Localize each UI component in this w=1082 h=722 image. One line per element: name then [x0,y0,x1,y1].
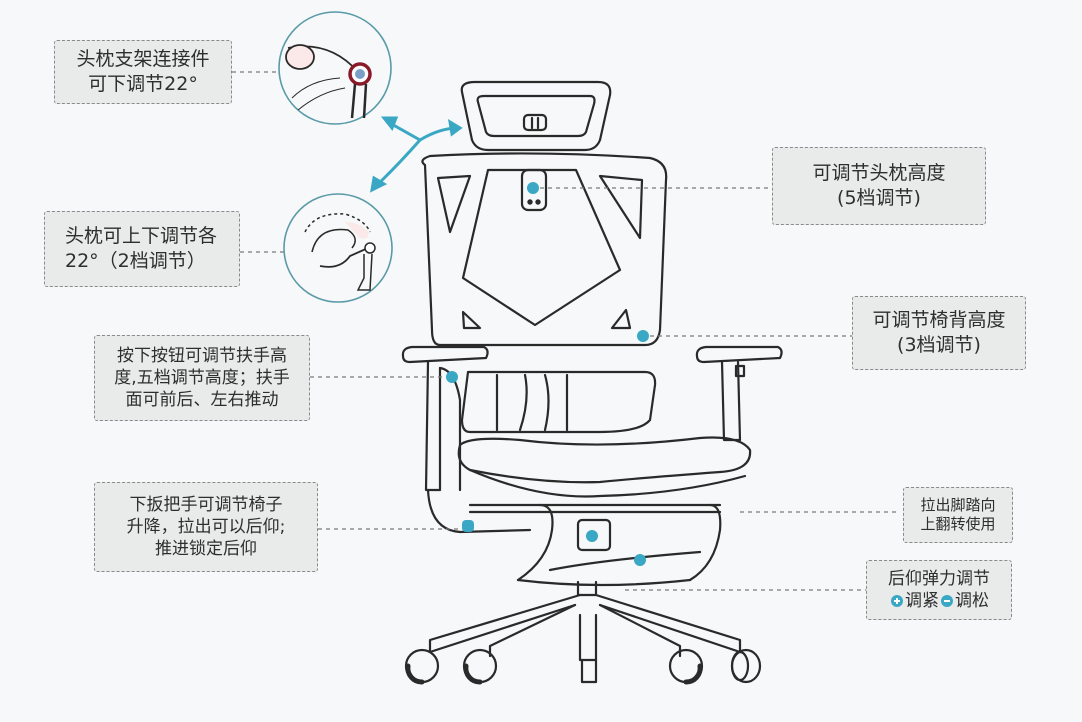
callout-headrest-height: 可调节头枕高度 (5档调节) [772,147,986,225]
callout-text: 下扳把手可调节椅子 [129,494,283,515]
plus-dot-icon [891,595,903,607]
callout-text: 后仰弹力调节 [888,568,990,589]
callout-headrest-bracket: 头枕支架连接件 可下调节22° [54,40,232,104]
legend-tighten: 调紧 [905,591,939,611]
callout-text: (5档调节) [837,187,921,209]
callout-text: 头枕支架连接件 [76,48,210,71]
callout-text: 可调节椅背高度 [872,309,1006,332]
callout-text: 度,五档调节高度；扶手 [114,367,290,388]
callout-text: 升降，拉出可以后仰; [126,516,286,537]
callout-text: 面可前后、左右推动 [125,390,279,411]
callout-text: 上翻转使用 [920,515,996,533]
callout-headrest-tilt: 头枕可上下调节各 22°（2档调节） [44,211,240,287]
callout-text: 22°（2档调节） [65,250,206,272]
callout-footrest: 拉出脚踏向 上翻转使用 [903,487,1013,543]
callout-backrest-height: 可调节椅背高度 (3档调节) [852,296,1026,370]
callout-text: 按下按钮可调节扶手高 [117,345,287,366]
callout-text: 拉出脚踏向 [920,495,996,514]
minus-dot-icon [941,595,953,607]
callout-tension: 后仰弹力调节 调紧调松 [866,560,1012,620]
callout-text: 推进锁定后仰 [155,539,257,560]
callout-text: 可下调节22° [88,73,198,95]
tension-legend: 调紧调松 [889,590,989,612]
callout-text: (3档调节) [897,334,981,356]
callout-lift-recline: 下扳把手可调节椅子 升降，拉出可以后仰; 推进锁定后仰 [94,482,318,572]
callout-armrest: 按下按钮可调节扶手高 度,五档调节高度；扶手 面可前后、左右推动 [94,335,310,421]
legend-loosen: 调松 [955,591,989,611]
callout-text: 可调节头枕高度 [812,162,946,185]
callout-text: 头枕可上下调节各 [65,225,218,248]
